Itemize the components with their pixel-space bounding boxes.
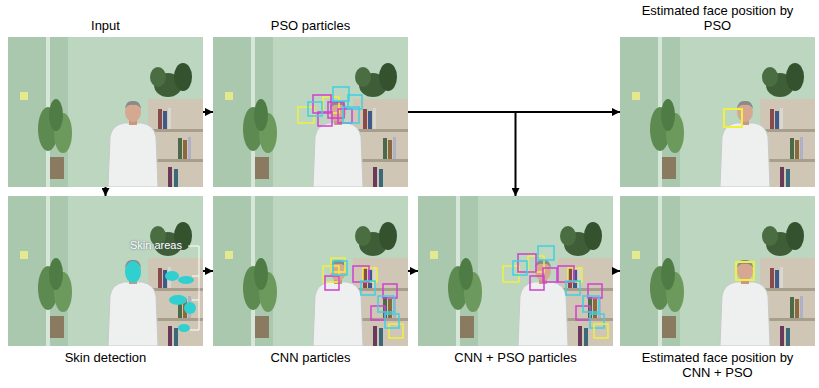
photo (620, 37, 815, 187)
face-box (724, 109, 742, 127)
particle (558, 266, 574, 282)
skin-blob (125, 261, 141, 283)
particle (333, 87, 349, 101)
photo-frame (620, 196, 815, 346)
cnn-pso-particles (503, 246, 608, 338)
particle (594, 324, 608, 338)
image-panel: Estimated face position by PSO (620, 3, 815, 187)
skin-blob (178, 276, 194, 284)
particle (298, 107, 314, 123)
skin-mask (125, 261, 196, 332)
particle (328, 102, 344, 118)
edge-group (106, 112, 621, 271)
particle (538, 246, 554, 260)
panel-caption: Estimated face position by PSO (640, 3, 795, 33)
particle (333, 261, 347, 275)
pso-particles (298, 87, 362, 126)
leader-line (188, 246, 199, 330)
particle (503, 266, 519, 282)
panel-caption: CNN particles (213, 350, 408, 365)
particle (590, 314, 604, 328)
particle (353, 266, 369, 282)
callout-label: Skin areas (130, 239, 182, 252)
cnn-particles (323, 258, 403, 338)
particle (318, 112, 332, 126)
particle (338, 109, 352, 123)
image-panel: Input (8, 18, 203, 187)
flow-arrow (613, 270, 620, 272)
input-photo (8, 37, 203, 187)
photo (213, 37, 408, 187)
skin-areas-bracket (188, 246, 199, 330)
flow-arrow (203, 270, 213, 272)
photo (418, 196, 613, 346)
skin-blob (178, 324, 190, 332)
image-panel: CNN + PSO particles (418, 196, 613, 365)
photo (8, 196, 203, 346)
skin-blob (165, 271, 179, 281)
particle (530, 276, 544, 290)
particle (361, 281, 375, 295)
photo-frame (418, 196, 613, 346)
particle (568, 268, 582, 282)
particle (583, 296, 599, 312)
pso-estimate (724, 109, 742, 127)
photo-frame (213, 37, 408, 187)
flow-arrow (203, 111, 213, 113)
photo-frame (213, 196, 408, 346)
image-panel: Estimated face position by CNN + PSO (620, 196, 815, 380)
flow-arrow (408, 112, 516, 196)
photo-frame (8, 196, 203, 346)
particle (513, 261, 527, 275)
particle (363, 268, 377, 282)
image-panel: Skin detection (8, 196, 203, 365)
skin-blob (169, 295, 187, 305)
panel-caption: CNN + PSO particles (418, 350, 613, 365)
photo (213, 196, 408, 346)
panel-caption: Skin detection (8, 350, 203, 365)
bracket-tick (190, 276, 199, 330)
panel-caption: PSO particles (213, 18, 408, 33)
face-box (736, 262, 754, 280)
flow-arrow (408, 270, 418, 272)
skin-blob (184, 302, 196, 314)
image-panel: CNN particles (213, 196, 408, 365)
particle (543, 268, 557, 282)
particle (378, 296, 394, 312)
cnn-pso-estimate (736, 262, 754, 280)
particle (566, 281, 580, 295)
photo (620, 196, 815, 346)
image-panel: PSO particles (213, 18, 408, 187)
particle (389, 324, 403, 338)
flow-arrow (105, 187, 107, 196)
particle (343, 107, 359, 123)
panel-caption: Estimated face position by CNN + PSO (640, 350, 795, 380)
particle (308, 102, 322, 116)
photo-frame (8, 37, 203, 187)
panel-caption: Input (8, 18, 203, 33)
particle (385, 314, 399, 328)
particle (325, 276, 339, 290)
photo-frame (620, 37, 815, 187)
